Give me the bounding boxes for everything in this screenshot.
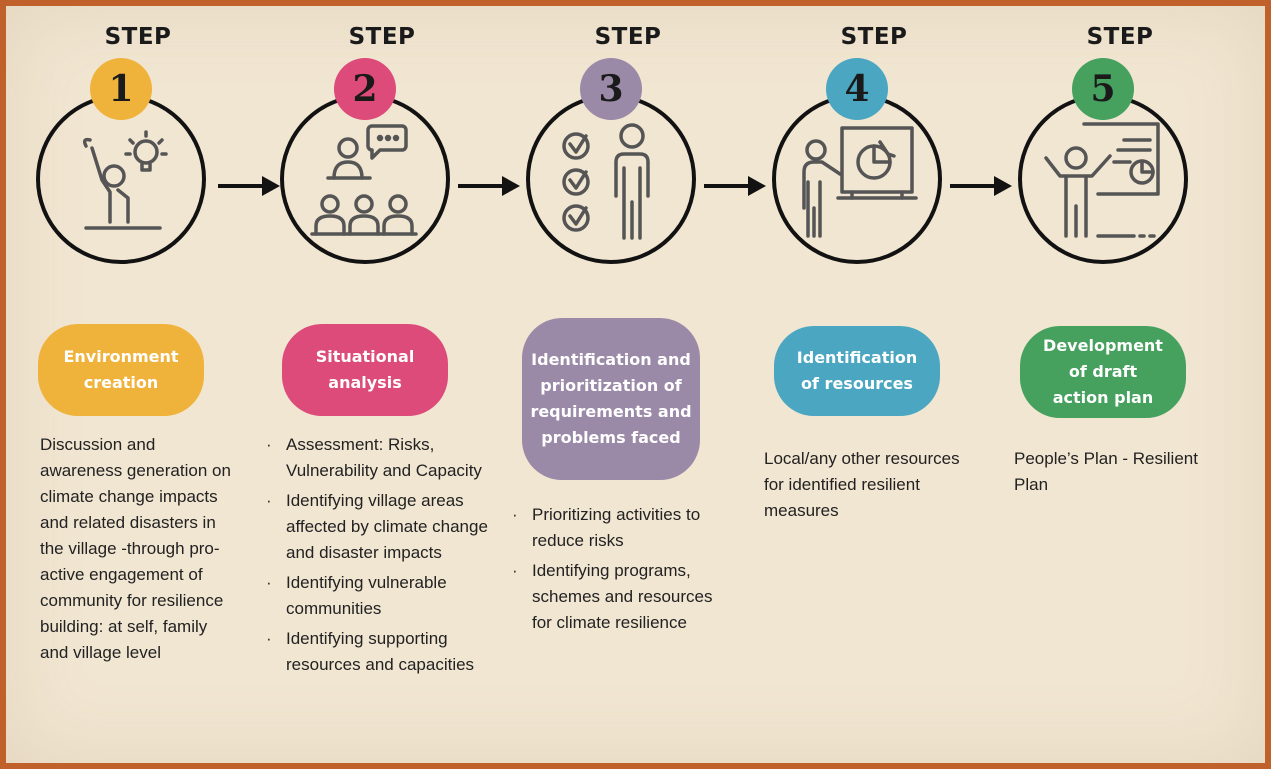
arrow-4-5-icon [950,176,1012,196]
step-3: STEP 3 Identification and prioritization… [508,6,748,763]
step-1: STEP 1 Environment creation Discussion a… [18,6,258,763]
step-description: Assessment: Risks, Vulnerability and Cap… [262,432,498,682]
step-number: 1 [90,58,152,120]
step-title-pill: Situational analysis [282,324,448,416]
presenter-chart-icon [802,126,918,238]
step-description: Prioritizing activities to reduce risks … [508,502,734,640]
step-2: STEP 2 Situational analysis Assessment: … [262,6,502,763]
step-number: 4 [826,58,888,120]
person-idea-icon [82,130,168,230]
step-number: 5 [1072,58,1134,120]
group-discussion-icon [310,124,418,236]
step-number: 2 [334,58,396,120]
bullet-item: Identifying vulnerable communities [262,570,498,622]
arrow-1-2-icon [218,176,280,196]
step-description: Local/any other resources for identified… [764,449,960,520]
step-label: STEP [1086,24,1154,50]
process-diagram: STEP 1 Environment creation Discussion a… [6,6,1265,763]
step-number: 3 [580,58,642,120]
presenter-dashboard-icon [1044,122,1160,238]
step-description: People’s Plan - Resilient Plan [1014,449,1198,494]
step-description: Discussion and awareness generation on c… [40,435,231,662]
arrow-2-3-icon [458,176,520,196]
step-label: STEP [348,24,416,50]
step-label: STEP [840,24,908,50]
step-label: STEP [104,24,172,50]
step-title-pill: Identification and prioritization of req… [522,318,700,480]
bullet-item: Assessment: Risks, Vulnerability and Cap… [262,432,498,484]
step-title-pill: Development of draft action plan [1020,326,1186,418]
step-4: STEP 4 Identification of resources Local… [754,6,994,763]
step-title-pill: Identification of resources [774,326,940,416]
step-label: STEP [594,24,662,50]
step-title-pill: Environment creation [38,324,204,416]
bullet-item: Identifying village areas affected by cl… [262,488,498,566]
bullet-item: Identifying supporting resources and cap… [262,626,498,678]
step-5: STEP 5 Development of draft action plan … [1000,6,1240,763]
arrow-3-4-icon [704,176,766,196]
bullet-item: Prioritizing activities to reduce risks [508,502,734,554]
person-checklist-icon [562,123,650,240]
bullet-item: Identifying programs, schemes and resour… [508,558,734,636]
